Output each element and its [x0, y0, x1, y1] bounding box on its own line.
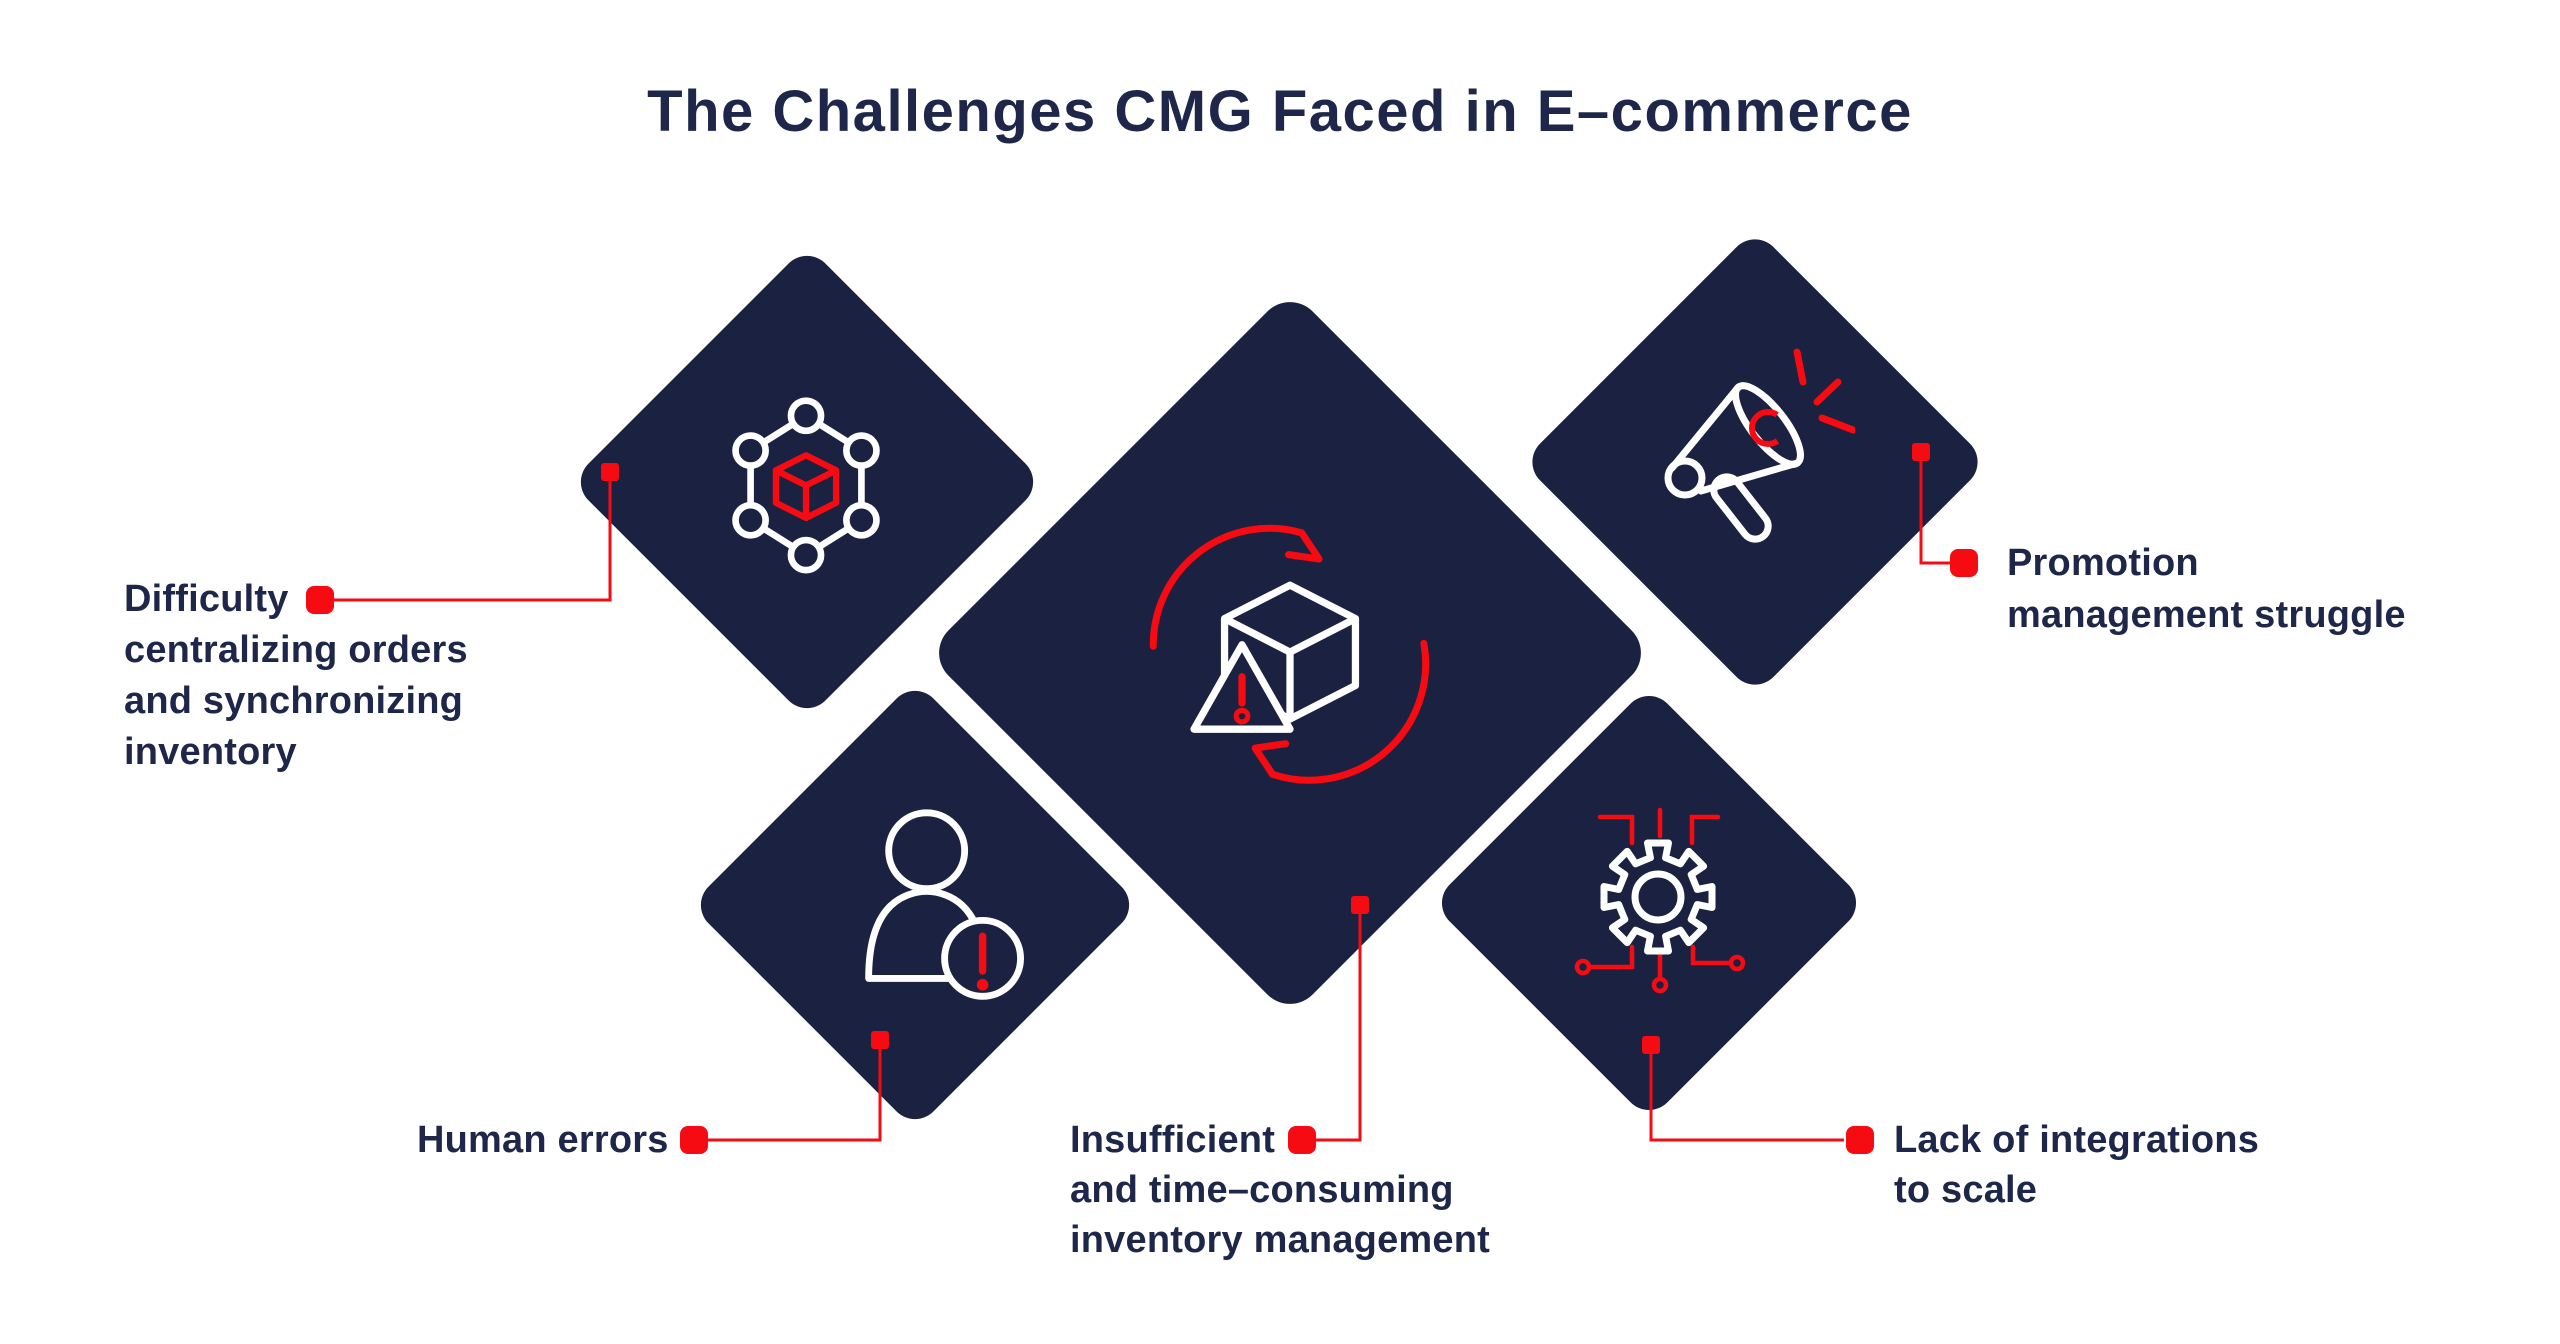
- label-line: inventory management: [1070, 1219, 1490, 1261]
- connector-promotion: [1919, 452, 1950, 565]
- label-promotion: Promotion management struggle: [2007, 537, 2406, 641]
- marker-square-inventory: [1351, 896, 1369, 914]
- network-cube-icon: [732, 397, 880, 574]
- marker-square-integrations: [1642, 1036, 1660, 1054]
- connector-inventory: [1316, 905, 1362, 1142]
- marker-dot-human-errors: [680, 1126, 708, 1154]
- marker-square-promotion: [1912, 443, 1930, 461]
- label-line: and synchronizing: [124, 680, 464, 722]
- label-line: inventory: [124, 731, 297, 773]
- marker-square-orders: [601, 463, 619, 481]
- label-line: Difficulty: [124, 578, 289, 620]
- marker-dot-inventory: [1288, 1126, 1316, 1154]
- person-error-icon: [865, 809, 1024, 1000]
- gear-circuit-icon: [1574, 807, 1746, 994]
- label-line: Promotion: [2007, 542, 2199, 584]
- label-line: Lack of integrations: [1894, 1119, 2260, 1161]
- label-line: to scale: [1894, 1169, 2038, 1211]
- marker-dot-promotion: [1950, 549, 1978, 577]
- label-line: Human errors: [417, 1119, 669, 1161]
- connector-integrations: [1649, 1045, 1844, 1142]
- label-integrations: Lack of integrations to scale: [1894, 1115, 2259, 1215]
- marker-dot-integrations: [1846, 1126, 1874, 1154]
- megaphone-icon: [1664, 348, 1855, 543]
- label-human-errors: Human errors: [417, 1115, 669, 1165]
- page-title: The Challenges CMG Faced in E–commerce: [647, 79, 1913, 144]
- label-line: management struggle: [2007, 594, 2406, 636]
- label-line: Insufficient: [1070, 1119, 1276, 1161]
- marker-dot-orders: [306, 586, 334, 614]
- label-orders: Difficulty centralizing orders and synch…: [124, 574, 468, 778]
- label-inventory: Insufficient and time–consuming inventor…: [1070, 1115, 1490, 1265]
- connector-orders: [334, 472, 612, 602]
- label-line: centralizing orders: [124, 629, 468, 671]
- connector-human-errors: [708, 1040, 882, 1142]
- marker-square-human-errors: [871, 1031, 889, 1049]
- sync-cube-warning-icon: [1149, 524, 1430, 784]
- label-line: and time–consuming: [1070, 1169, 1454, 1211]
